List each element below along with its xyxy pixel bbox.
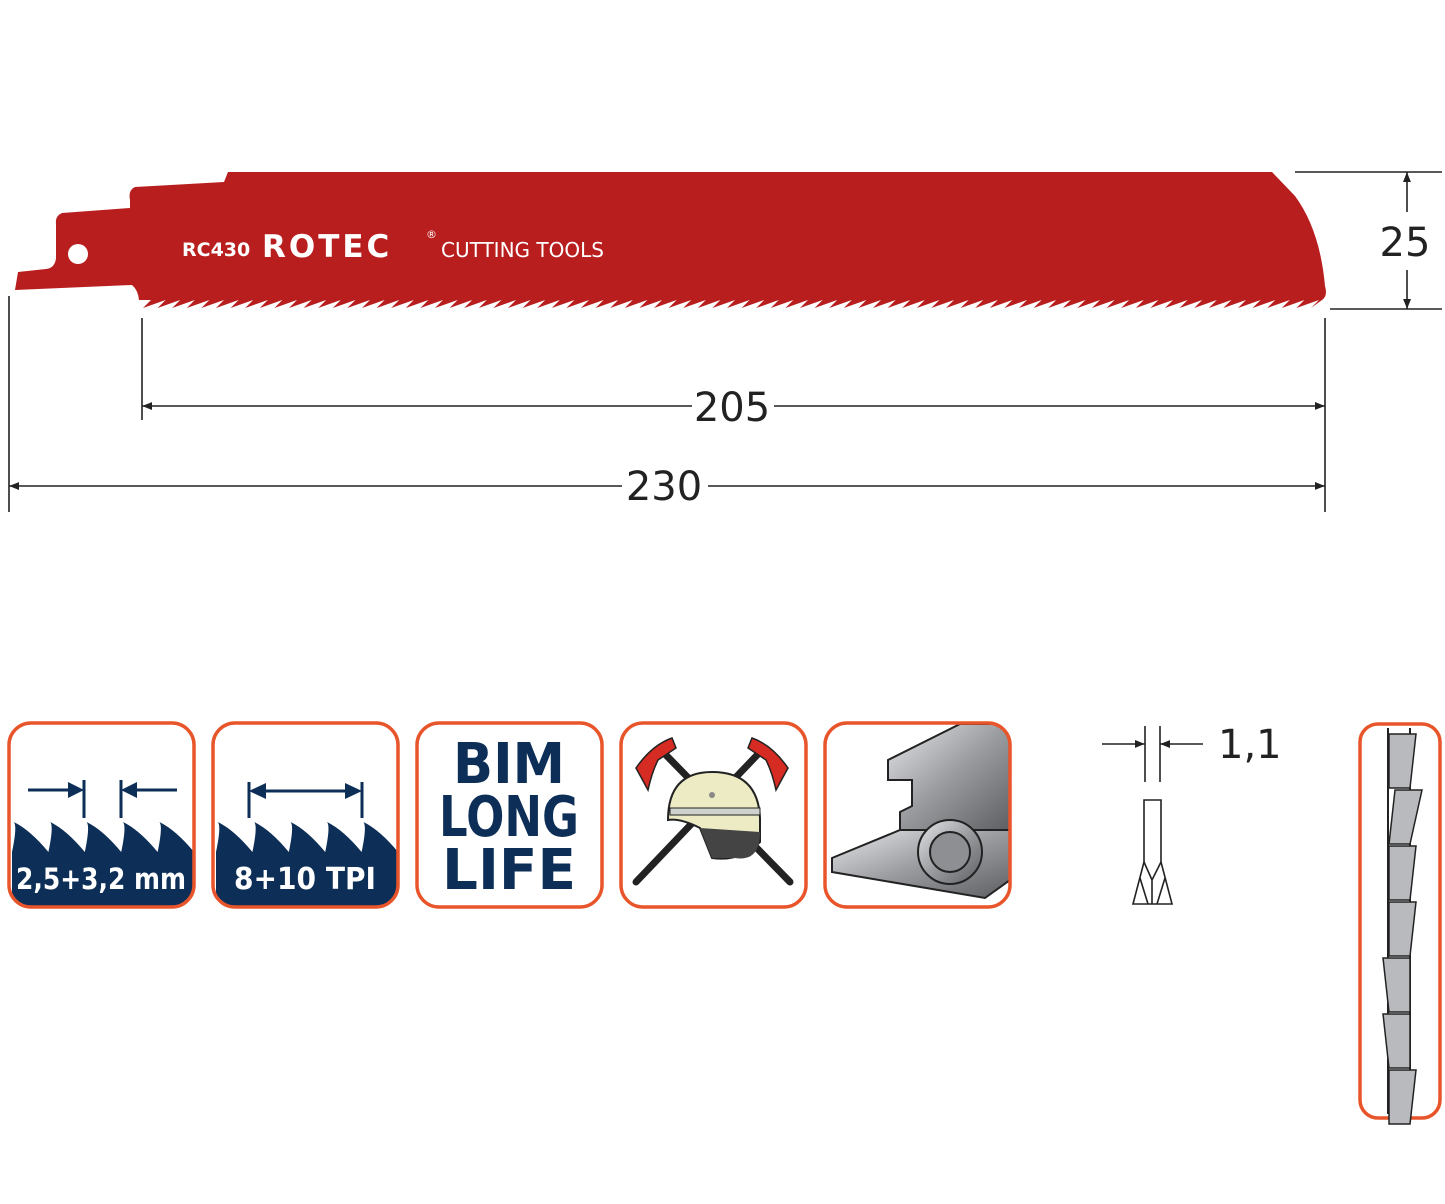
- height-label: 25: [1380, 220, 1431, 266]
- length-dimensions: [8, 171, 1442, 512]
- brand-tagline: CUTTING TOOLS: [441, 238, 604, 262]
- bim-line-1: BIM: [453, 732, 565, 797]
- blade-model: RC430: [182, 239, 250, 261]
- set-tooth: [1388, 845, 1417, 901]
- set-tooth: [1382, 1013, 1411, 1069]
- set-tooth: [1388, 789, 1423, 845]
- set-tooth: [1388, 901, 1417, 957]
- blade-body: [15, 172, 1326, 308]
- saw-blade: RC430 ROTEC ® CUTTING TOOLS: [15, 172, 1326, 308]
- bim-line-2: LONG: [439, 785, 579, 850]
- tooth-pitch-label: 2,5+3,2 mm: [16, 862, 186, 896]
- brand-logo: ROTEC: [262, 229, 392, 265]
- bim-long-life-icon: BIM LONG LIFE: [415, 721, 604, 909]
- set-tooth: [1382, 957, 1411, 1013]
- thickness-label: 1,1: [1218, 722, 1282, 768]
- working-length-label: 205: [694, 385, 770, 431]
- tpi-icon: 8+10 TPI: [211, 721, 400, 909]
- mounting-hole: [68, 244, 88, 264]
- tpi-label: 8+10 TPI: [234, 862, 376, 897]
- bim-line-3: LIFE: [442, 838, 576, 903]
- tooth-pitch-icon: 2,5+3,2 mm: [7, 721, 196, 909]
- firefighter-helmet-axes-icon: [619, 721, 808, 909]
- total-length-label: 230: [626, 464, 702, 510]
- set-tooth: [1388, 1069, 1417, 1125]
- tooth-set-side-view: [1358, 722, 1442, 1125]
- thickness-dimension: [1102, 726, 1203, 905]
- registered-mark: ®: [426, 228, 437, 241]
- set-tooth: [1388, 733, 1417, 789]
- metal-profiles-icon: [823, 721, 1012, 909]
